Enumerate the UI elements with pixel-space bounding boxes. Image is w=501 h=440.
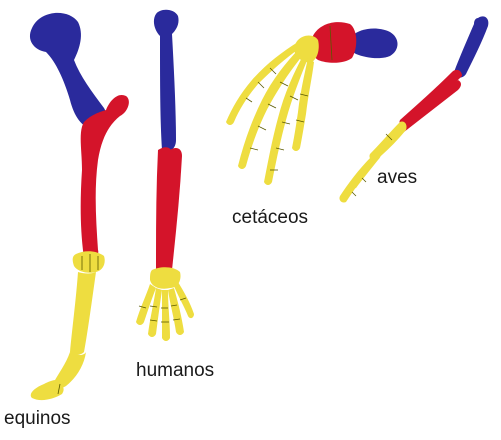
human-fingers [136,282,194,341]
label-aves: aves [377,167,417,189]
human-humerus [154,10,179,152]
horse-humerus [30,13,106,128]
label-equinos: equinos [4,408,71,430]
horse-carpals [73,251,105,273]
bird-radius [397,80,461,133]
bird-ulna [399,70,462,127]
human-limb [136,10,194,341]
bird-humerus [454,16,488,77]
label-cetaceos: cetáceos [232,207,308,229]
horse-limb [30,13,129,400]
label-humanos: humanos [136,360,214,382]
horse-cannon-bone [70,272,96,355]
horse-radius [81,95,129,259]
whale-digits [226,42,314,185]
